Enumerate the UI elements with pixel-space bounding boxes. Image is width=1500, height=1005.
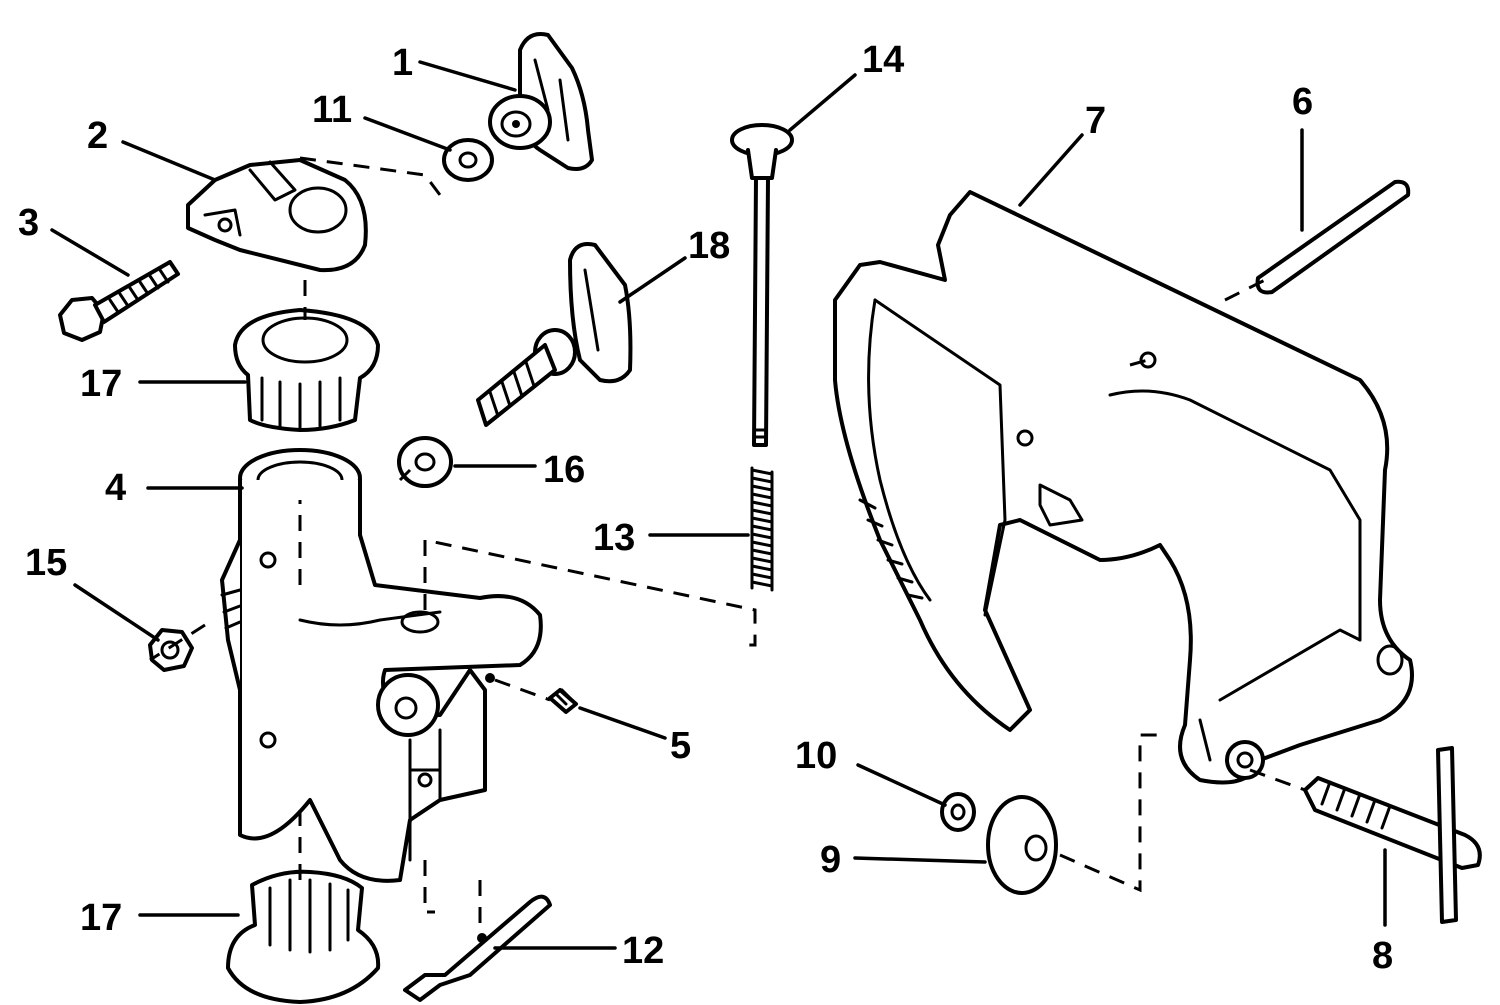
part-2-clamp-bracket (186, 158, 368, 273)
callout-1: 1 (392, 42, 413, 84)
part-16-washer (397, 436, 453, 488)
part-5-set-screw (548, 688, 578, 714)
callout-16: 16 (543, 449, 585, 491)
callout-3: 3 (18, 202, 39, 244)
part-17-upper-bushing (233, 308, 380, 432)
callout-18: 18 (688, 225, 730, 267)
part-18-wing-screw (476, 242, 633, 427)
callout-14: 14 (862, 39, 904, 81)
part-4-swivel-housing (220, 448, 543, 883)
part-12-pin (403, 894, 552, 1002)
callout-7: 7 (1085, 100, 1106, 142)
part-11-washer (442, 138, 494, 182)
callout-15: 15 (25, 542, 67, 584)
callout-6: 6 (1292, 81, 1313, 123)
part-14-rod (730, 123, 794, 447)
callout-5: 5 (670, 725, 691, 767)
part-13-spring (750, 466, 774, 592)
alignment-lines (149, 156, 1306, 930)
part-6-pin (1255, 179, 1411, 295)
callout-4: 4 (105, 467, 126, 509)
part-9-washer (986, 795, 1058, 895)
part-8-clamp-screw (1303, 746, 1482, 924)
callout-10: 10 (795, 735, 837, 777)
part-1-wing-knob (488, 32, 594, 171)
callout-2: 2 (87, 115, 108, 157)
callout-17-upper: 17 (80, 363, 122, 405)
part-15-nut (148, 628, 194, 672)
callout-12: 12 (622, 930, 664, 972)
callout-8: 8 (1372, 935, 1393, 977)
callout-labels: 1 11 2 3 17 4 15 16 13 14 18 5 6 7 10 9 … (18, 39, 1393, 977)
part-17-lower-bushing (226, 869, 381, 1004)
leader-lines (50, 60, 1387, 950)
callout-17-lower: 17 (80, 897, 122, 939)
callout-11: 11 (312, 89, 352, 131)
part-3-bolt (58, 260, 180, 342)
callout-13: 13 (593, 517, 635, 559)
part-7-stern-bracket (833, 190, 1414, 785)
callout-9: 9 (820, 839, 841, 881)
part-10-lock-washer (940, 792, 976, 832)
